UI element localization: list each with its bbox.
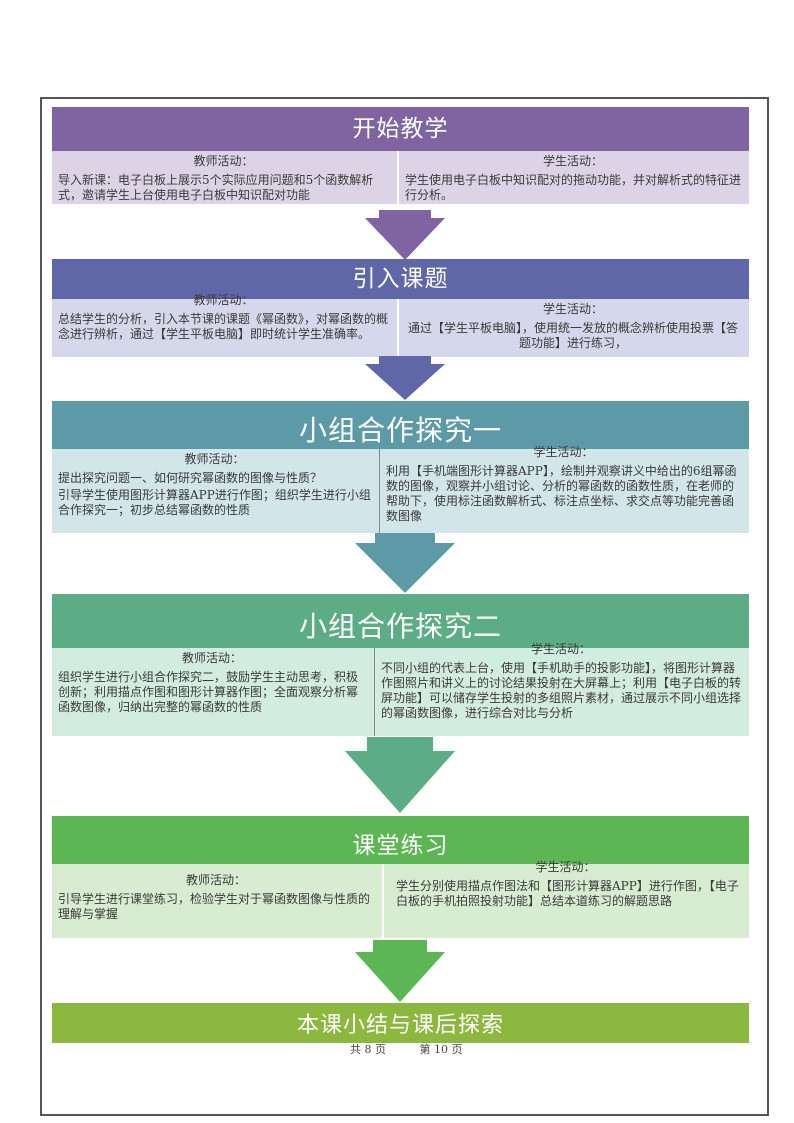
teacher-activity-heading: 教师活动： <box>181 651 242 665</box>
stage-title: 小组合作探究一 <box>52 401 749 449</box>
student-activity-heading: 学生活动： <box>542 302 603 316</box>
student-activity-heading: 学生活动： <box>533 445 594 459</box>
student-activity: 学生活动： 通过【学生平板电脑】，使用统一发放的概念辨析使用投票【答题功能】进行… <box>397 299 749 357</box>
teacher-activity-text: 组织学生进行小组合作探究二，鼓励学生主动思考，积极创新；利用描点作图和图形计算器… <box>58 670 359 714</box>
student-activity: 学生活动： 学生使用电子白板中知识配对的拖动功能，并对解析式的特征进行分析。 <box>397 151 749 204</box>
stage-title: 本课小结与课后探索 <box>52 1003 749 1043</box>
stage-summary: 本课小结与课后探索 <box>52 1003 749 1043</box>
student-activity-heading: 学生活动： <box>530 642 591 656</box>
teacher-activity-text: 提出探究问题一、如何研究幂函数的图像与性质？ <box>58 471 323 485</box>
student-activity-heading: 学生活动： <box>535 860 596 874</box>
student-activity: 学生活动： 利用【手机端图形计算器APP】，绘制并观察讲义中给出的6组幂函数的图… <box>379 445 749 533</box>
down-arrow-icon <box>355 940 445 1002</box>
down-arrow-icon <box>355 533 455 593</box>
student-activity: 学生活动： 学生分别使用描点作图法和【图形计算器APP】进行作图，【电子白板的手… <box>382 860 749 938</box>
teacher-activity-text: 总结学生的分析，引入本节课的课题《幂函数》，对幂函数的概念进行辨析，通过【学生平… <box>58 312 389 341</box>
student-activity-text: 学生使用电子白板中知识配对的拖动功能，并对解析式的特征进行分析。 <box>405 173 742 202</box>
page-current: 第 10 页 <box>419 1043 463 1056</box>
down-arrow-icon <box>345 737 455 813</box>
teacher-activity: 教师活动： 提出探究问题一、如何研究幂函数的图像与性质？ 引导学生使用图形计算器… <box>52 449 379 533</box>
teacher-activity: 教师活动： 组织学生进行小组合作探究二，鼓励学生主动思考，积极创新；利用描点作图… <box>52 648 374 736</box>
page-total: 共 8 页 <box>350 1043 386 1056</box>
stage-title: 引入课题 <box>52 259 749 299</box>
teacher-activity-heading: 教师活动： <box>193 154 254 168</box>
student-activity-heading: 学生活动： <box>542 154 603 168</box>
teacher-activity-heading: 教师活动： <box>193 293 254 307</box>
stage-title: 开始教学 <box>52 107 749 151</box>
student-activity: 学生活动： 不同小组的代表上台，使用【手机助手的投影功能】，将图形计算器作图照片… <box>374 642 749 736</box>
stage-group-inquiry-two: 小组合作探究二 教师活动： 组织学生进行小组合作探究二，鼓励学生主动思考，积极创… <box>52 594 749 736</box>
student-activity-text: 利用【手机端图形计算器APP】，绘制并观察讲义中给出的6组幂函数的图像，观察并小… <box>386 464 737 523</box>
teacher-activity-text: 引导学生使用图形计算器APP进行作图；组织学生进行小组合作探究一；初步总结幂函数… <box>58 488 371 517</box>
stage-introduce-topic: 引入课题 教师活动： 总结学生的分析，引入本节课的课题《幂函数》，对幂函数的概念… <box>52 259 749 357</box>
page-footer: 共 8 页 第 10 页 <box>350 1041 493 1057</box>
stage-start-teaching: 开始教学 教师活动： 导入新课：电子白板上展示5个实际应用问题和5个函数解析式，… <box>52 107 749 204</box>
stage-classroom-practice: 课堂练习 教师活动： 引导学生进行课堂练习，检验学生对于幂函数图像与性质的理解与… <box>52 816 749 938</box>
teacher-activity-text: 引导学生进行课堂练习，检验学生对于幂函数图像与性质的理解与掌握 <box>58 892 371 921</box>
teacher-activity-heading: 教师活动： <box>185 873 246 887</box>
student-activity-text: 学生分别使用描点作图法和【图形计算器APP】进行作图，【电子白板的手机拍照投射功… <box>396 879 739 908</box>
down-arrow-icon <box>365 356 445 400</box>
teacher-activity-heading: 教师活动： <box>184 452 245 466</box>
teacher-activity: 教师活动： 引导学生进行课堂练习，检验学生对于幂函数图像与性质的理解与掌握 <box>52 864 382 938</box>
teacher-activity-text: 导入新课：电子白板上展示5个实际应用问题和5个函数解析式，邀请学生上台使用电子白… <box>58 173 374 202</box>
teacher-activity: 教师活动： 总结学生的分析，引入本节课的课题《幂函数》，对幂函数的概念进行辨析，… <box>52 293 397 357</box>
down-arrow-icon <box>365 210 445 260</box>
student-activity-text: 不同小组的代表上台，使用【手机助手的投影功能】，将图形计算器作图照片和讲义上的讨… <box>381 661 742 720</box>
stage-title: 小组合作探究二 <box>52 594 749 648</box>
page-border <box>40 97 769 1116</box>
stage-title: 课堂练习 <box>52 816 749 864</box>
student-activity-text: 通过【学生平板电脑】，使用统一发放的概念辨析使用投票【答题功能】进行练习， <box>407 321 738 350</box>
stage-group-inquiry-one: 小组合作探究一 教师活动： 提出探究问题一、如何研究幂函数的图像与性质？ 引导学… <box>52 401 749 533</box>
teacher-activity: 教师活动： 导入新课：电子白板上展示5个实际应用问题和5个函数解析式，邀请学生上… <box>52 151 397 204</box>
